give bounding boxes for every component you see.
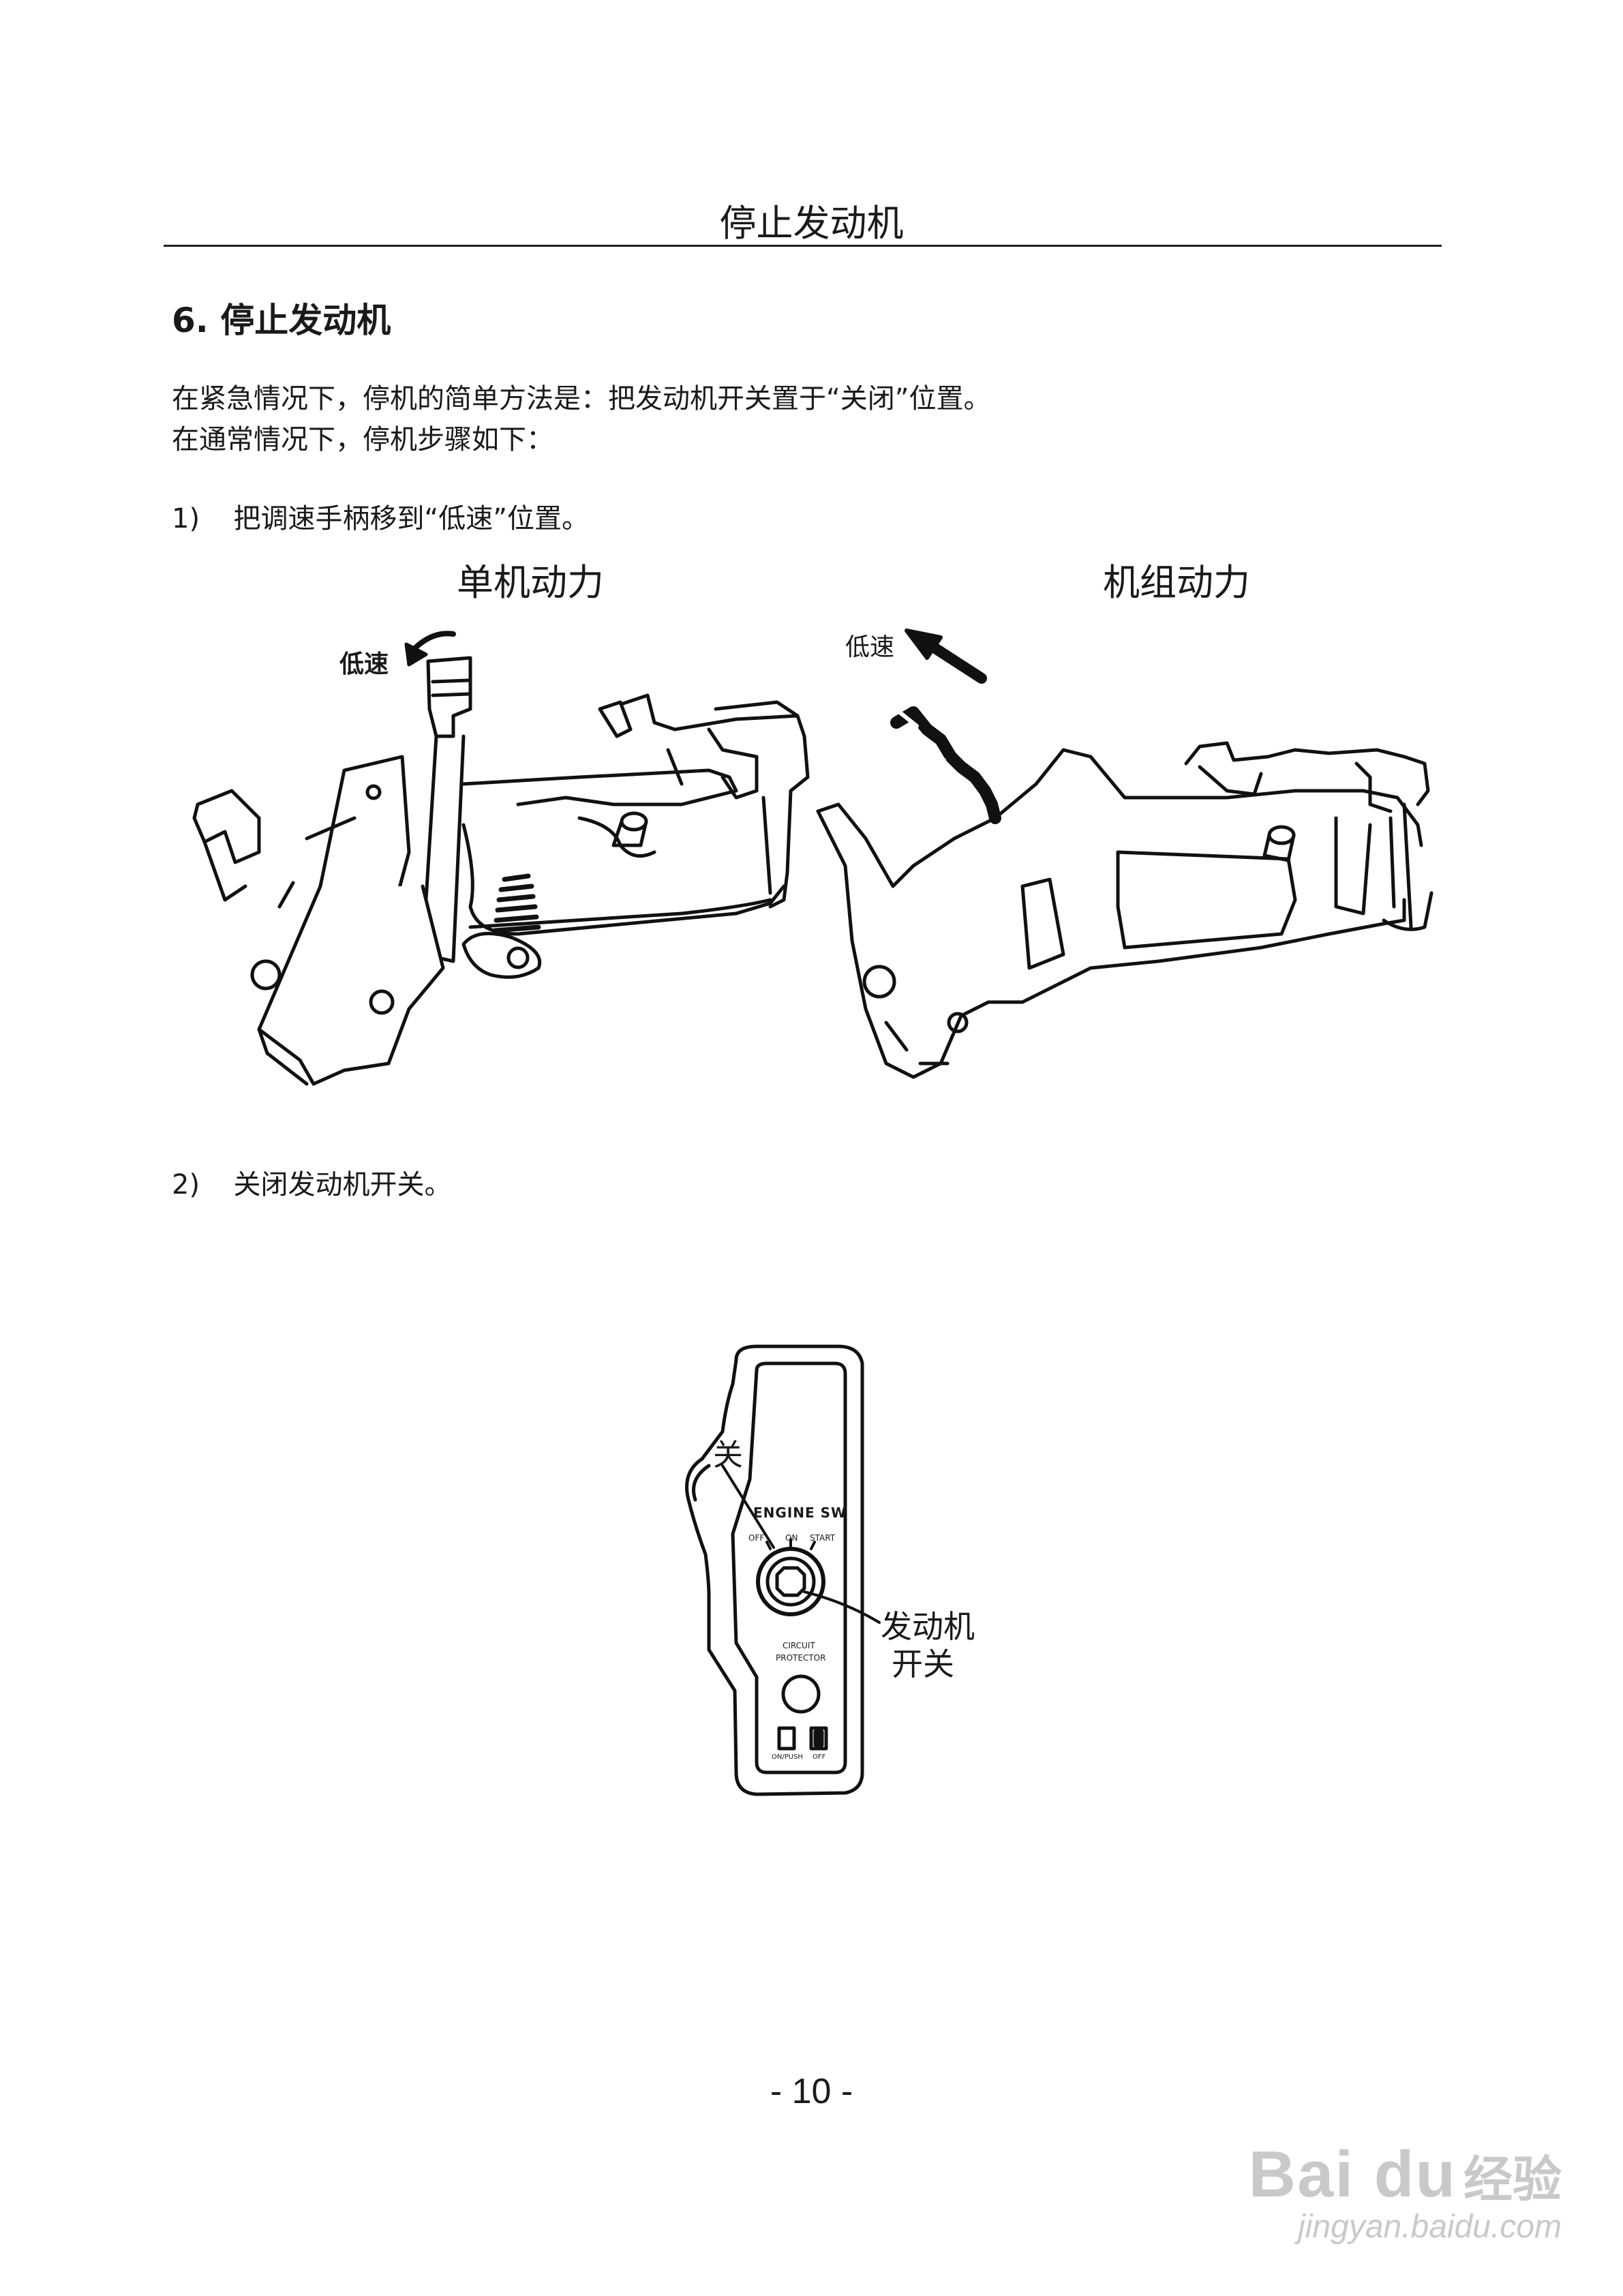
step-2: 2) 关闭发动机开关。 — [172, 1162, 452, 1202]
position-off: OFF — [748, 1533, 765, 1543]
step-2-number: 2) — [172, 1169, 200, 1200]
switch-label-off: OFF — [813, 1753, 826, 1761]
position-on: ON — [785, 1533, 798, 1543]
switch-label-on-push: ON/PUSH — [772, 1753, 803, 1761]
section-title: 6. 停止发动机 — [172, 301, 391, 340]
step-2-text: 关闭发动机开关。 — [233, 1169, 452, 1200]
protector-label-2: PROTECTOR — [776, 1653, 826, 1663]
low-speed-label-left: 低速 — [339, 650, 389, 678]
engine-switch-callout-1: 发动机 — [881, 1608, 975, 1645]
watermark-product: 经验 — [1463, 2151, 1562, 2208]
header-divider — [164, 245, 1442, 247]
step-1-text: 把调速手柄移到“低速”位置。 — [233, 503, 589, 534]
watermark-url: jingyan.baidu.com — [1298, 2209, 1562, 2245]
figure-caption-unit-power: 机组动力 — [1103, 561, 1250, 604]
panel-title: ENGINE SW — [753, 1505, 847, 1521]
low-speed-label-right: 低速 — [845, 633, 895, 661]
off-position-label: 关 — [713, 1438, 743, 1472]
protector-label-1: CIRCUIT — [783, 1641, 815, 1650]
paragraph-emergency: 在紧急情况下，停机的简单方法是：把发动机开关置于“关闭”位置。 — [172, 383, 991, 414]
step-1: 1) 把调速手柄移到“低速”位置。 — [172, 496, 589, 536]
paragraph-normal: 在通常情况下，停机步骤如下： — [172, 424, 553, 455]
page-header-title: 停止发动机 — [719, 202, 904, 245]
watermark-brand: Bai du — [1248, 2138, 1457, 2211]
page-number: - 10 - — [770, 2072, 853, 2111]
position-start: START — [810, 1533, 836, 1543]
figure-caption-single-power: 单机动力 — [457, 561, 604, 604]
step-1-number: 1) — [172, 503, 200, 534]
engine-switch-callout-2: 开关 — [892, 1646, 954, 1682]
